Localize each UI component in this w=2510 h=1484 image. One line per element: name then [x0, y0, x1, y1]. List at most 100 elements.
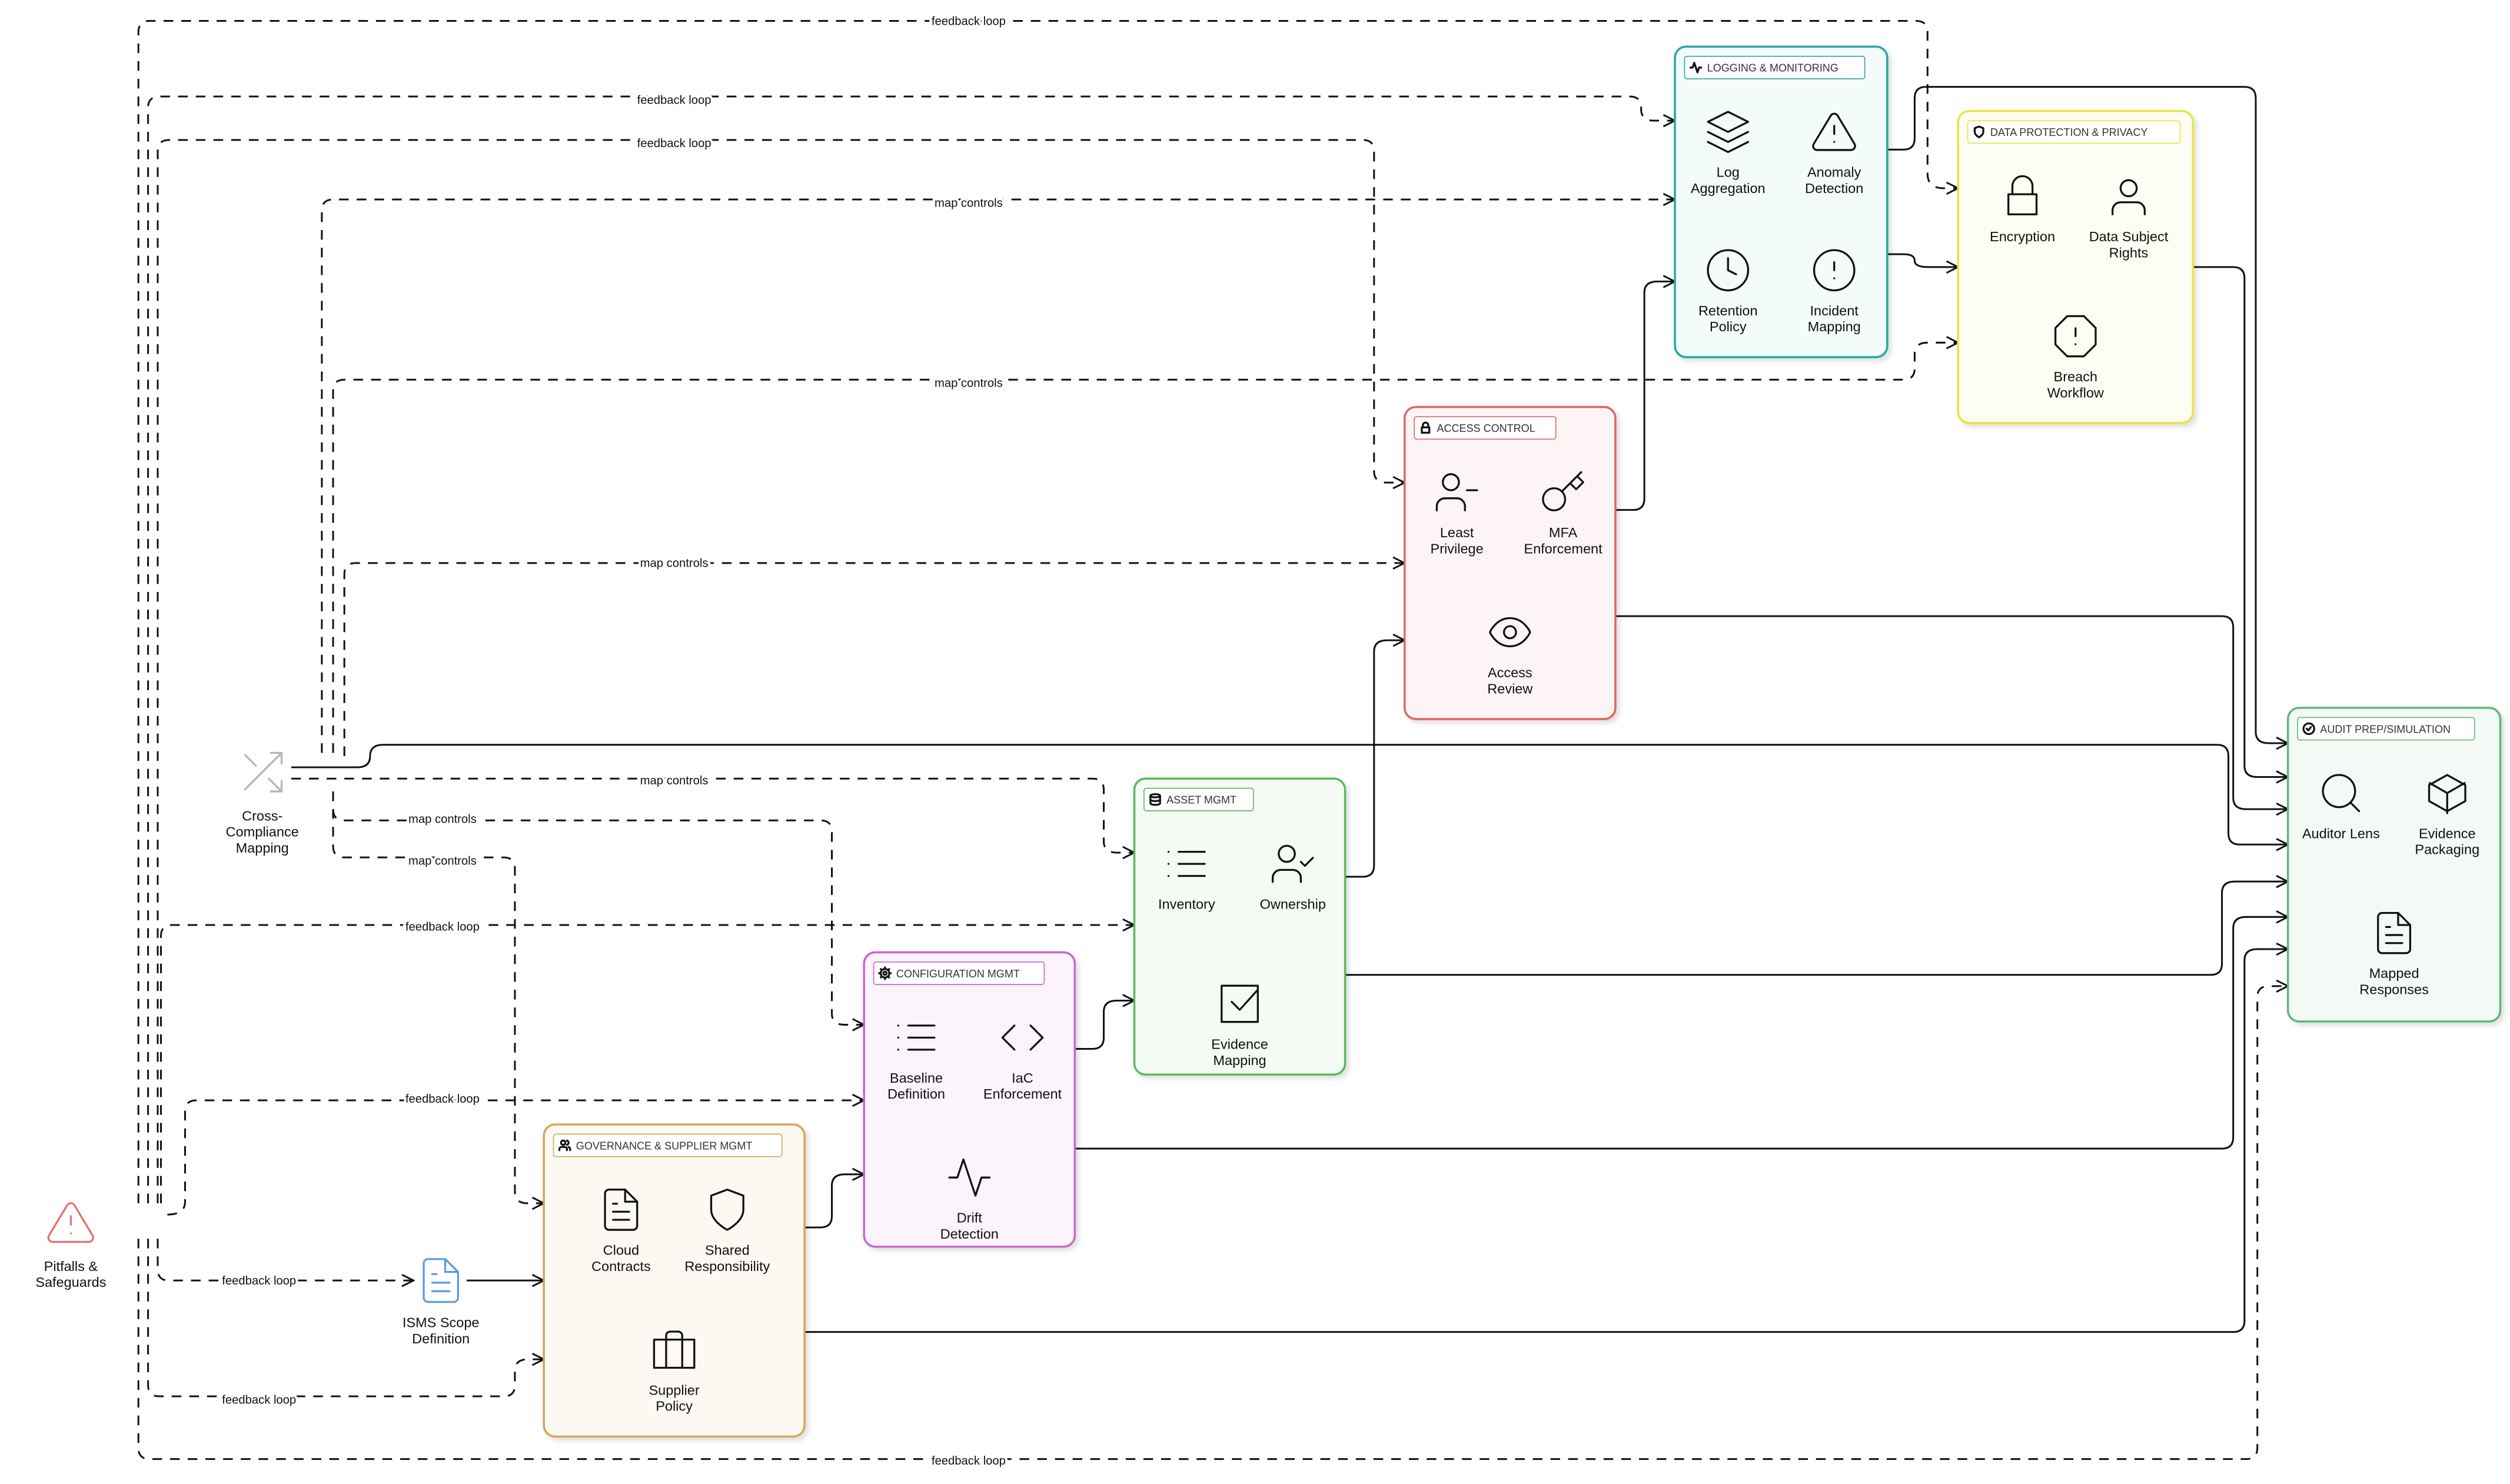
activity-icon [948, 1158, 991, 1197]
file-text-icon [604, 1189, 639, 1231]
edge-path [1345, 640, 1405, 878]
edge-path [343, 563, 1405, 756]
group-header [1967, 120, 2181, 144]
feedback-loop-edge: feedback loop [147, 1239, 544, 1409]
node-auditor-lens[interactable]: Auditor Lens [2302, 774, 2380, 841]
lock-icon [1421, 421, 1431, 434]
gear-icon [878, 966, 892, 980]
node-label: Encryption [1990, 229, 2055, 244]
edge-path [1345, 881, 2288, 976]
flow-edge [804, 949, 2288, 1333]
users-icon [558, 1139, 571, 1152]
flow-edge [291, 744, 2288, 845]
feedback-loop-edge: feedback loop [147, 91, 1675, 1203]
code-icon [1001, 1024, 1044, 1051]
group-frame [2286, 707, 2502, 1023]
edge-path [332, 791, 864, 1024]
node-label: Ownership [1260, 897, 1326, 912]
group-title: LOGGING & MONITORING [1707, 62, 1839, 74]
edge-path [157, 139, 1405, 1203]
node-inventory[interactable]: Inventory [1158, 850, 1215, 912]
node-pitfalls[interactable]: Pitfalls &Safeguards [35, 1202, 106, 1290]
feedback-loop-edge: feedback loop [167, 1090, 864, 1216]
group-frame [1403, 405, 1617, 720]
clock-icon [1707, 249, 1750, 292]
map-controls-edge: map controls [321, 197, 1675, 753]
file-text-icon [2377, 911, 2412, 954]
edge-path [167, 1100, 864, 1216]
eye-icon [1489, 617, 1531, 647]
group-header [553, 1133, 783, 1157]
flow-edge [2193, 266, 2288, 777]
edge-path [1075, 917, 2288, 1150]
group-title: GOVERNANCE & SUPPLIER MGMT [576, 1140, 753, 1152]
group-header [873, 961, 1045, 985]
alert-circle-icon [1813, 249, 1856, 292]
node-encryption[interactable]: Encryption [1990, 175, 2055, 244]
layers-icon [1707, 111, 1750, 153]
edge-label: map controls [640, 774, 709, 787]
group-frame [1957, 109, 2195, 424]
shield-icon [710, 1189, 744, 1231]
edge-path [147, 1239, 544, 1398]
search-icon [2322, 774, 2361, 813]
flow-edge [1887, 253, 1958, 267]
edge-label: feedback loop [222, 1275, 296, 1287]
group-title: ASSET MGMT [1166, 794, 1236, 806]
key-icon [1542, 471, 1584, 511]
edge-path [1615, 615, 2288, 809]
group-title: DATA PROTECTION & PRIVACY [1990, 127, 2148, 138]
feedback-loop-edge: feedback loop [157, 1239, 414, 1290]
database-icon [1149, 793, 1161, 806]
map-controls-edge: map controls [332, 791, 864, 1024]
alert-triangle-icon [1812, 112, 1856, 151]
node-ownership[interactable]: Ownership [1260, 844, 1326, 912]
edge-label: feedback loop [637, 137, 712, 150]
list-icon [1167, 850, 1206, 877]
group-data-protection[interactable]: DATA PROTECTION & PRIVACY Encryption Data … [1957, 109, 2195, 424]
briefcase-icon [653, 1330, 696, 1369]
flow-edge [1345, 881, 2288, 976]
feedback-loop-edge: feedback loop [137, 986, 2288, 1470]
